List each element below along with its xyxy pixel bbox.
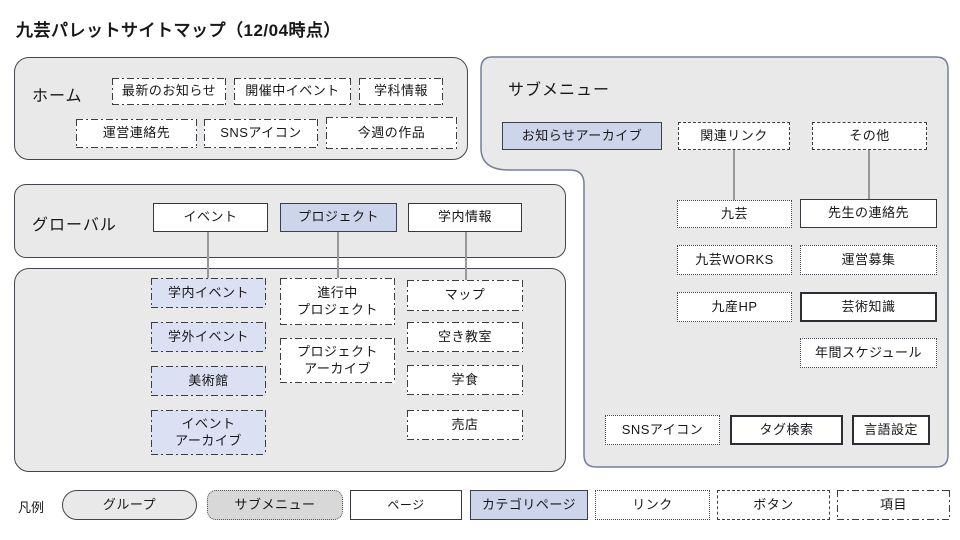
node-teacher-contacts: 先生の連絡先 bbox=[800, 199, 937, 228]
legend-link: リンク bbox=[595, 490, 710, 520]
connector-related-links bbox=[733, 150, 735, 200]
legend-item: 項目 bbox=[837, 490, 950, 520]
node-annual-schedule: 年間スケジュール bbox=[800, 338, 937, 368]
node-others: その他 bbox=[812, 122, 927, 150]
connector-others bbox=[868, 150, 870, 199]
node-current-events: 開催中イベント bbox=[234, 78, 351, 105]
node-sns-icons: SNSアイコン bbox=[204, 119, 318, 148]
submenu-group-label: サブメニュー bbox=[508, 82, 611, 99]
connector-campus-info bbox=[465, 232, 467, 280]
node-museum: 美術館 bbox=[151, 366, 266, 396]
legend-button: ボタン bbox=[717, 490, 830, 520]
connector-projects bbox=[337, 232, 339, 278]
node-weekly-works: 今週の作品 bbox=[326, 117, 457, 149]
legend-group: グループ bbox=[62, 490, 197, 520]
global-group-label: グローバル bbox=[32, 217, 117, 234]
node-cafeteria: 学食 bbox=[407, 365, 523, 395]
node-related-links: 関連リンク bbox=[678, 122, 790, 150]
node-external-events: 学外イベント bbox=[151, 322, 266, 352]
node-language-settings: 言語設定 bbox=[852, 415, 930, 445]
node-open-classrooms: 空き教室 bbox=[407, 322, 523, 352]
node-latest-news: 最新のお知らせ bbox=[112, 78, 226, 105]
node-event-archive: イベント アーカイブ bbox=[151, 410, 266, 455]
node-project-archive: プロジェクト アーカイブ bbox=[280, 338, 395, 383]
node-sns-icons-submenu: SNSアイコン bbox=[605, 415, 720, 445]
node-admin-contact: 運営連絡先 bbox=[76, 119, 197, 148]
node-tag-search: タグ検索 bbox=[730, 415, 843, 445]
node-projects: プロジェクト bbox=[280, 203, 397, 232]
legend-label: 凡例 bbox=[18, 500, 45, 515]
legend-submenu: サブメニュー bbox=[207, 490, 343, 520]
node-map: マップ bbox=[407, 280, 523, 311]
node-art-knowledge: 芸術知識 bbox=[800, 292, 937, 322]
node-campus-info: 学内情報 bbox=[408, 203, 522, 232]
node-ongoing-projects: 進行中 プロジェクト bbox=[280, 278, 395, 325]
node-kyusan-hp: 九産HP bbox=[677, 292, 792, 322]
node-kyugei-works: 九芸WORKS bbox=[677, 245, 792, 275]
legend-page: ページ bbox=[350, 490, 462, 520]
node-kyugei: 九芸 bbox=[677, 200, 792, 228]
node-news-archive: お知らせアーカイブ bbox=[502, 122, 662, 150]
node-events: イベント bbox=[153, 203, 268, 232]
node-campus-events: 学内イベント bbox=[151, 278, 266, 308]
legend-category-page: カテゴリページ bbox=[470, 490, 588, 520]
node-department-info: 学科情報 bbox=[359, 78, 443, 105]
node-shop: 売店 bbox=[407, 410, 523, 440]
page-title: 九芸パレットサイトマップ（12/04時点） bbox=[16, 21, 342, 40]
connector-events bbox=[207, 232, 209, 278]
home-group-label: ホーム bbox=[32, 88, 83, 105]
node-staff-recruit: 運営募集 bbox=[800, 245, 937, 275]
